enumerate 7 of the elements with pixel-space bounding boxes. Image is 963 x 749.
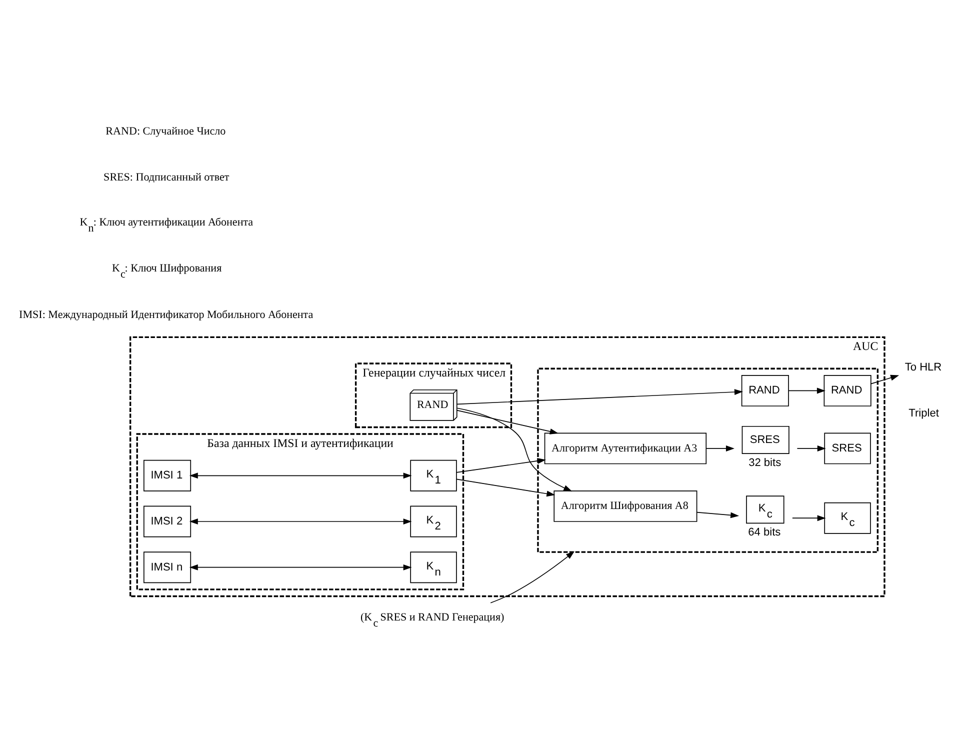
label: SRES: Подписанный ответ [104,170,230,183]
label: RAND: Случайное Число [106,125,226,138]
label: Triplet [908,407,939,420]
label: IMSI: Международный Идентификатор Мобильного Абонента [19,308,314,321]
node-text: To HLR [904,361,942,374]
node-label: 64 bits [748,526,781,538]
node-label: 32 bits [748,456,782,468]
